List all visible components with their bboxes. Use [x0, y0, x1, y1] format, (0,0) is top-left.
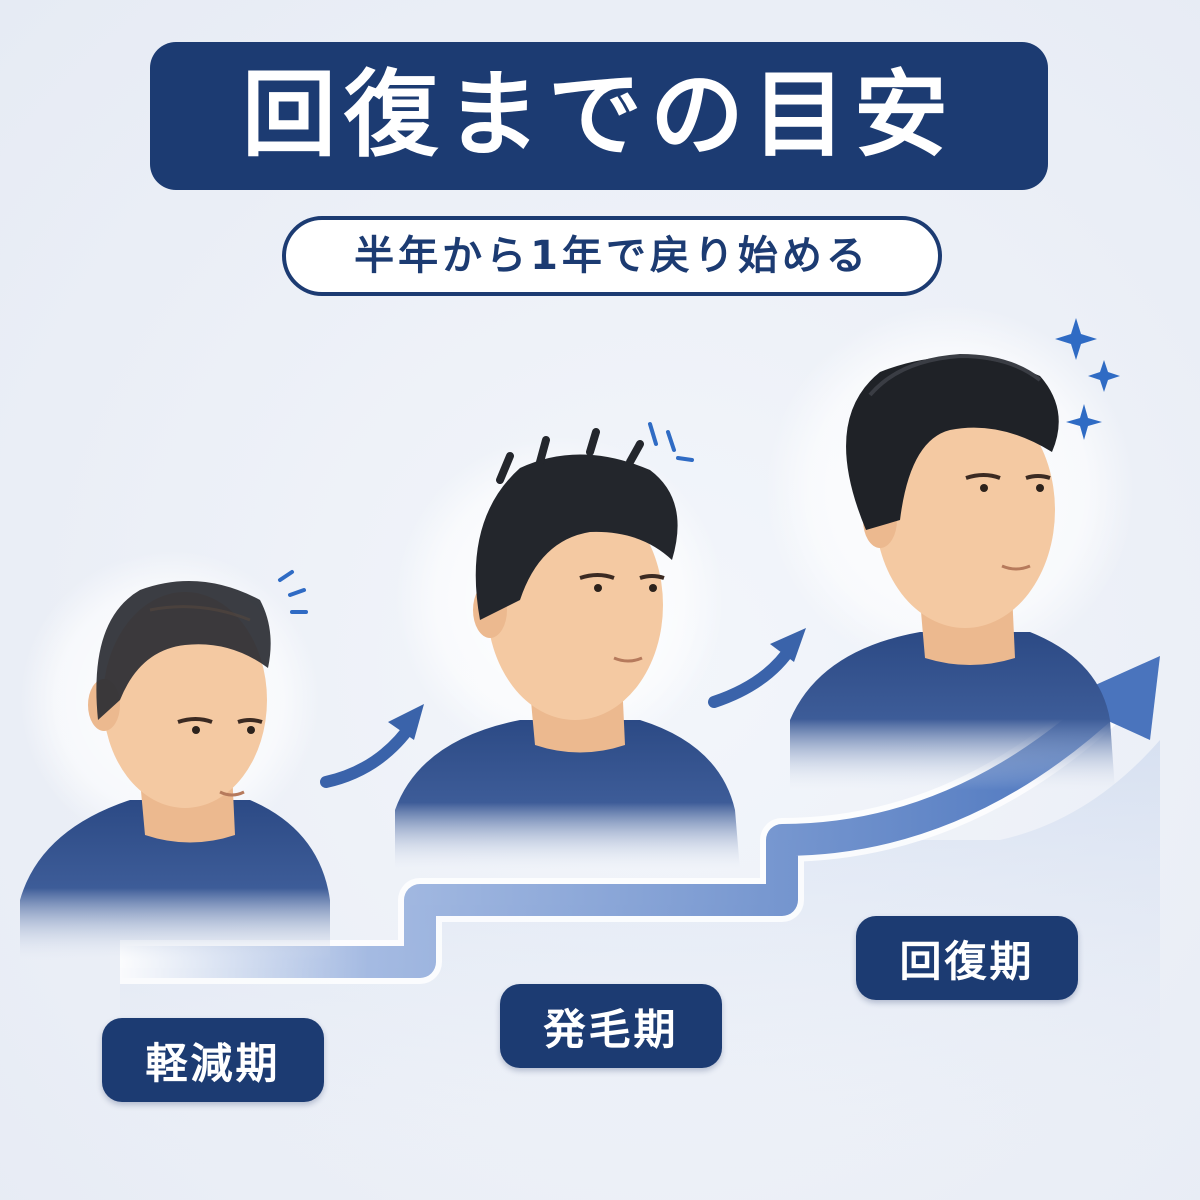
subtitle-text: 半年から1年で戻り始める — [354, 233, 870, 279]
sparkle-icon — [1055, 318, 1120, 440]
stage-label-reduction: 軽減期 — [102, 1018, 324, 1102]
person-regrowing — [395, 422, 740, 870]
title-banner: 回復までの目安 — [150, 42, 1048, 190]
page-title: 回復までの目安 — [241, 61, 956, 170]
stage-label-recovery: 回復期 — [856, 916, 1078, 1000]
person-recovered — [790, 353, 1115, 790]
upward-arrow-icon — [1062, 656, 1160, 740]
arrow-2-3 — [708, 628, 806, 708]
subtitle-pill: 半年から1年で戻り始める — [282, 216, 942, 296]
arrow-1-2 — [320, 704, 424, 788]
stage-label-growth: 発毛期 — [500, 984, 722, 1068]
person-thinning — [20, 570, 330, 960]
